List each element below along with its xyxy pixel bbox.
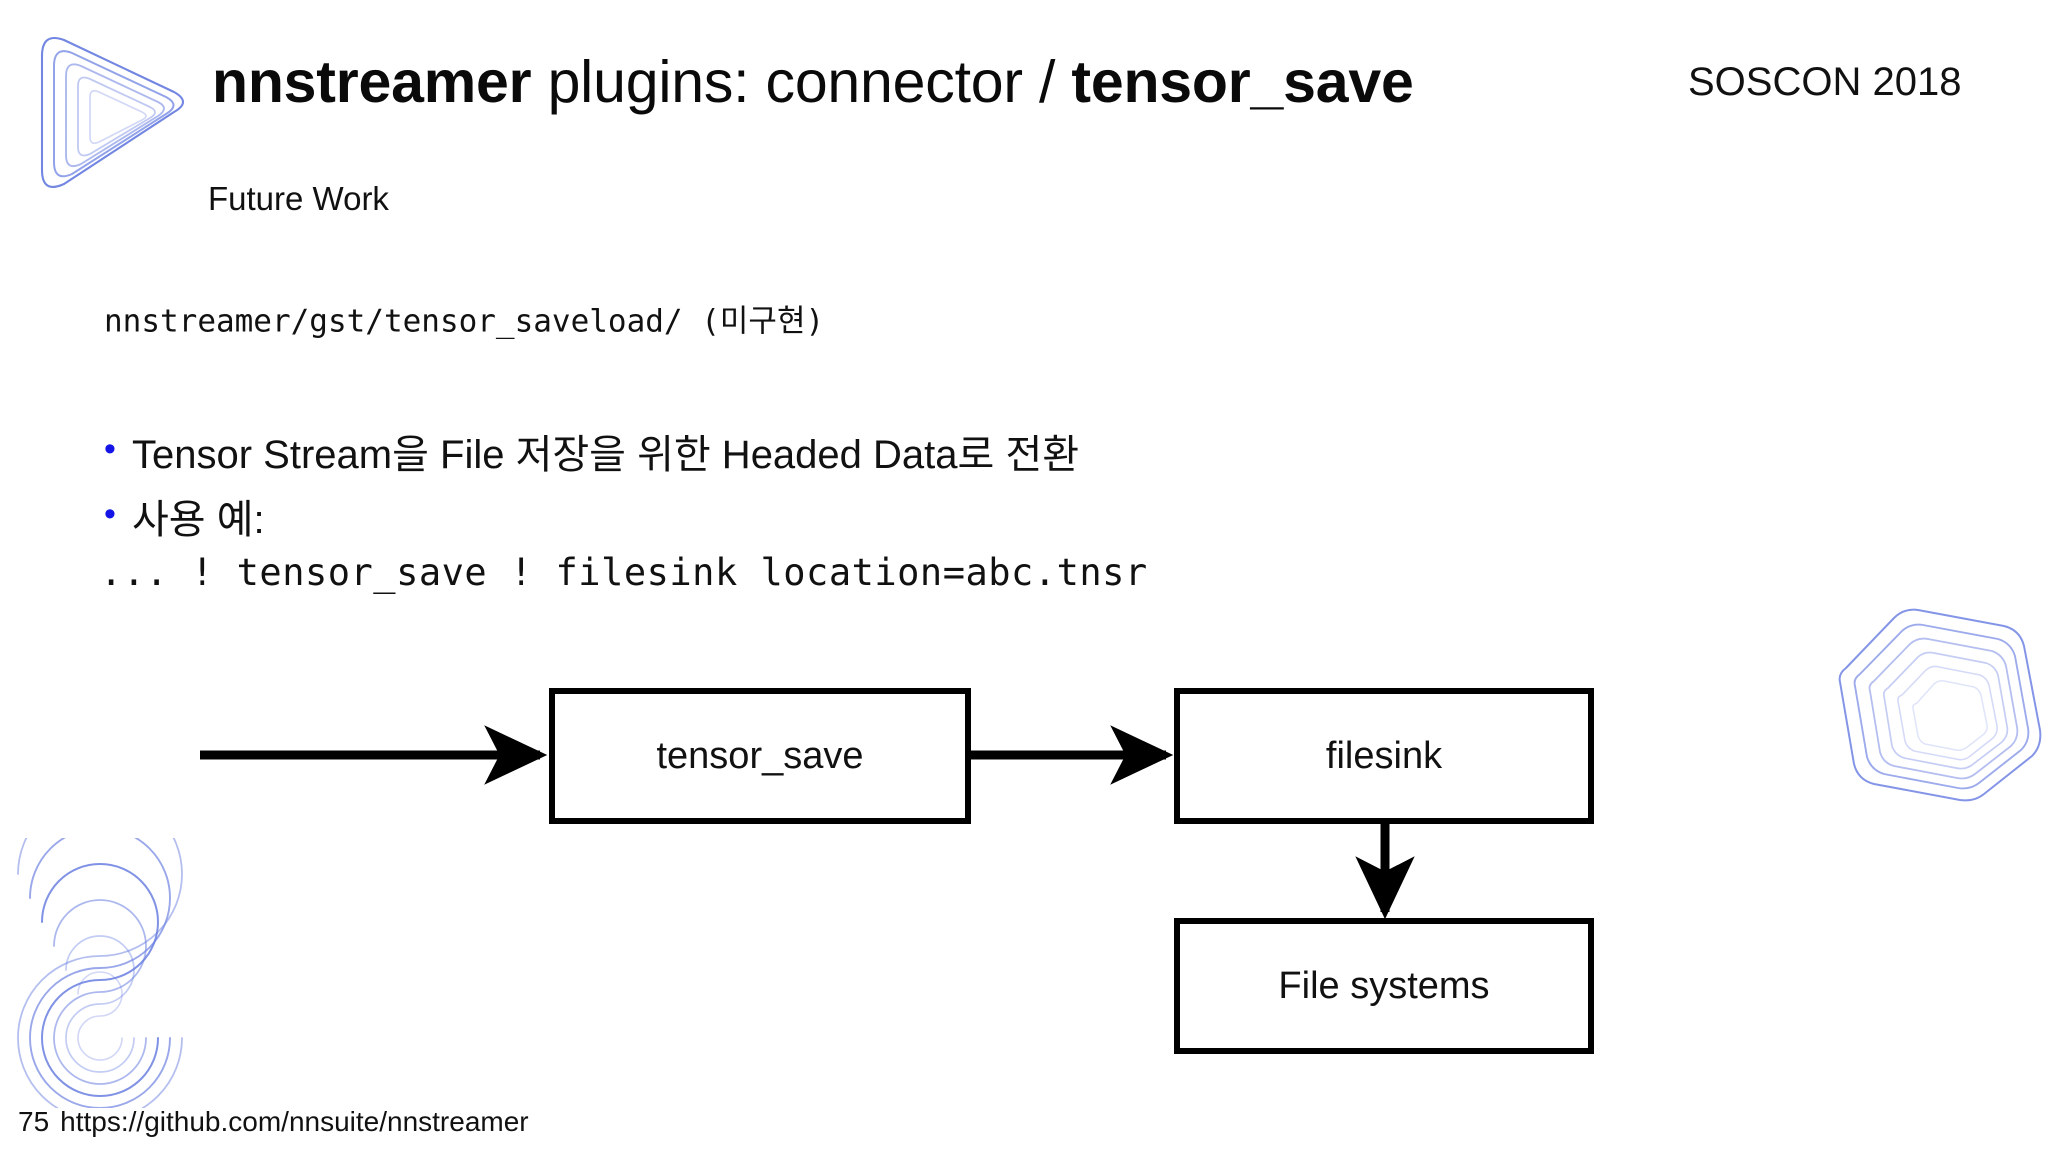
diagram-node-file-systems [1174,918,1594,1054]
bullet-item: • 사용 예: [104,487,265,545]
pipeline-code-line: ... ! tensor_save ! filesink location=ab… [100,551,1148,594]
bullet-marker-icon: • [104,430,116,468]
event-label: SOSCON 2018 [1688,60,1962,104]
title-bold-primary: nnstreamer [212,49,532,115]
diagram-node-tensor-save [549,688,971,824]
page-number: 75 [18,1106,50,1137]
diagram-node-filesink [1174,688,1594,824]
bullet-item: • Tensor Stream을 File 저장을 위한 Headed Data… [104,422,1079,480]
title-bold-secondary: tensor_save [1071,49,1414,115]
bullet-marker-icon: • [104,495,116,533]
title-normal-segment: plugins: connector / [531,49,1072,115]
slide-subtitle: Future Work [208,180,389,217]
source-path-line: nnstreamer/gst/tensor_saveload/ (미구현) [104,303,825,340]
footer: 75 https://github.com/nnsuite/nnstreamer [18,1106,529,1138]
page-title: nnstreamer plugins: connector / tensor_s… [212,50,1414,115]
bullet-text: Tensor Stream을 File 저장을 위한 Headed Data로 … [132,433,1080,477]
bullet-text: 사용 예: [132,498,265,542]
footer-url: https://github.com/nnsuite/nnstreamer [60,1106,529,1137]
